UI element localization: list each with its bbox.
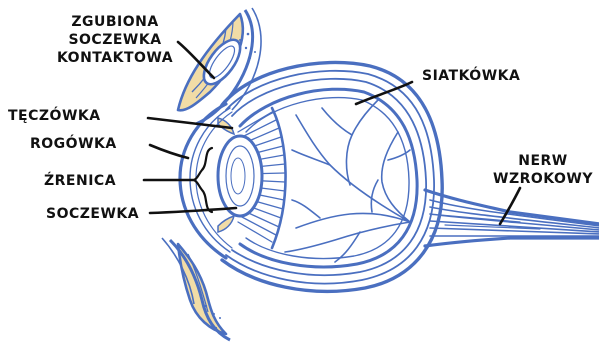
optic-nerve: [425, 190, 599, 246]
eye-lens: [218, 136, 262, 216]
label-cornea: ROGÓWKA: [30, 134, 117, 152]
label-contact-lens-line1: ZGUBIONA: [71, 14, 158, 30]
leader-cornea: [150, 145, 188, 158]
label-contact-lens-line3: KONTAKTOWA: [57, 50, 173, 66]
label-lens: SOCZEWKA: [46, 206, 139, 222]
leader-lens: [150, 208, 236, 213]
pupil-brace: [194, 148, 212, 212]
label-optic-nerve-line1: NERW: [518, 153, 568, 169]
label-pupil: ŹRENICA: [44, 171, 116, 189]
label-iris: TĘCZÓWKA: [8, 106, 101, 124]
labels: ZGUBIONA SOCZEWKA KONTAKTOWA TĘCZÓWKA RO…: [8, 14, 593, 222]
label-retina: SIATKÓWKA: [422, 66, 520, 84]
label-optic-nerve-line2: WZROKOWY: [493, 171, 593, 187]
label-contact-lens-line2: SOCZEWKA: [68, 32, 161, 48]
